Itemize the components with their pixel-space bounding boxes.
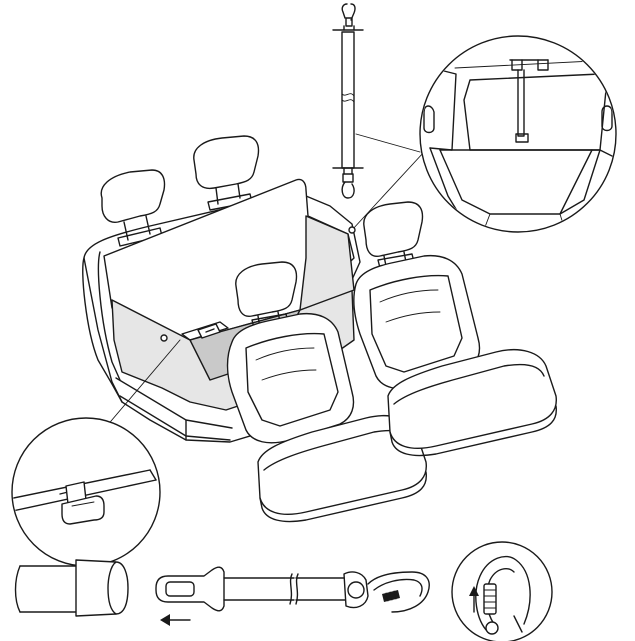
zoom-circle-seatbelt-slot bbox=[11, 417, 161, 567]
headrest-strap bbox=[332, 3, 364, 199]
rear-headrest-center bbox=[193, 135, 260, 211]
strap-end-sleeve bbox=[14, 559, 129, 617]
zoom-circle-carabiner-lock bbox=[451, 541, 553, 641]
leader-line-seatbelt bbox=[99, 339, 181, 435]
rear-headrest-left bbox=[100, 169, 166, 247]
front-seat-right bbox=[353, 201, 557, 457]
leader-line-anchor bbox=[351, 151, 425, 231]
zoom-circle-headrest-view bbox=[419, 35, 617, 233]
front-seat-left bbox=[226, 261, 427, 523]
leader-line-strap bbox=[355, 133, 421, 153]
seatbelt-connector-strap bbox=[155, 566, 430, 626]
